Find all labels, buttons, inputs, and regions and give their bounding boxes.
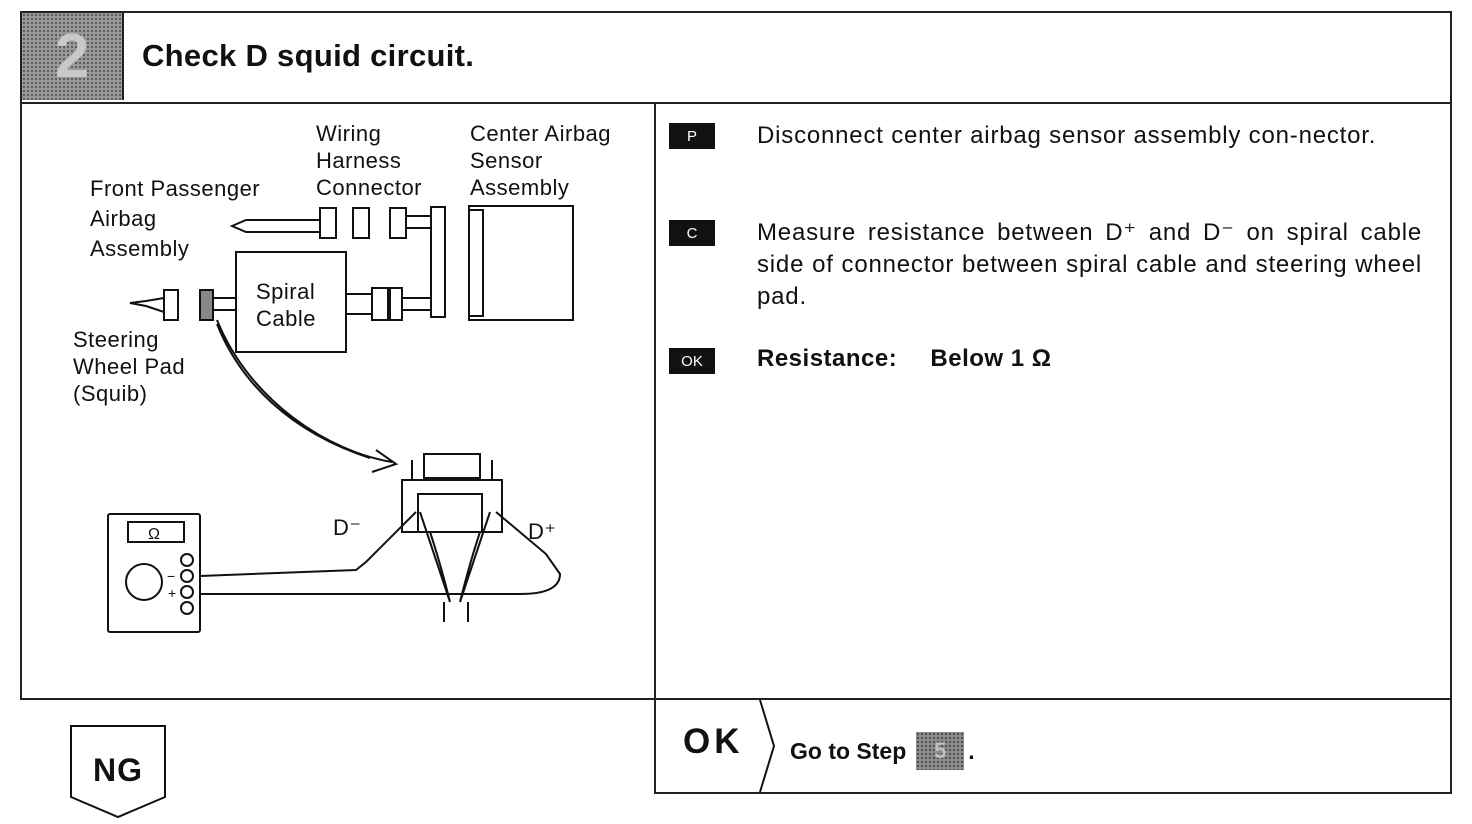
meter-plus-label: + bbox=[168, 585, 177, 601]
ohm-meter-display bbox=[127, 521, 185, 543]
badge-check: C bbox=[669, 220, 715, 246]
label-front-passenger-airbag: Front Passenger Airbag Assembly bbox=[90, 176, 261, 261]
ng-label: NG bbox=[93, 752, 143, 788]
label-spiral-cable: Spiral Cable bbox=[256, 279, 316, 331]
step-number-badge: 2 bbox=[22, 13, 124, 100]
ok-step-ref: 5 bbox=[916, 732, 965, 770]
spiral-connector-left bbox=[371, 287, 389, 321]
label-center-airbag-sensor: Center Airbag Sensor Assembly bbox=[470, 121, 612, 200]
label-d-minus: D⁻ bbox=[333, 515, 362, 540]
squib-connector-hatched bbox=[199, 289, 214, 321]
center-sensor-box bbox=[468, 205, 574, 321]
harness-connector-a bbox=[319, 207, 337, 239]
column-divider bbox=[654, 102, 656, 794]
step-title: Check D squid circuit. bbox=[142, 38, 475, 73]
ok-box-bottom bbox=[654, 792, 1452, 794]
ohm-meter-dial bbox=[125, 563, 163, 601]
harness-bus bbox=[430, 206, 446, 318]
resistance-label: Resistance: bbox=[757, 345, 898, 372]
d-plus-probe bbox=[200, 511, 562, 595]
ohm-meter-body bbox=[107, 513, 201, 633]
label-wiring-harness-connector: Wiring Harness Connector bbox=[316, 121, 423, 200]
ok-chevron-icon bbox=[759, 699, 776, 793]
label-d-plus: D⁺ bbox=[528, 519, 557, 544]
ok-box-right bbox=[1450, 698, 1452, 794]
resistance-spec: Resistance: Below 1 Ω bbox=[757, 345, 1052, 373]
ng-pentagon-icon bbox=[70, 725, 166, 819]
instruction-measure: Measure resistance between D⁺ and D⁻ on … bbox=[757, 219, 1422, 310]
spiral-connector-right bbox=[389, 287, 403, 321]
meter-minus-label: − bbox=[167, 568, 176, 584]
probe-wires bbox=[419, 511, 491, 622]
ok-goto: Go to Step 5 . bbox=[790, 732, 975, 770]
ok-goto-text: Go to Step bbox=[790, 737, 907, 764]
label-steering-wheel-pad: Steering Wheel Pad (Squib) bbox=[73, 327, 186, 406]
squib-connector bbox=[163, 289, 179, 321]
badge-ok: OK bbox=[669, 348, 715, 374]
ohm-symbol: Ω bbox=[148, 526, 161, 543]
badge-procedure: P bbox=[669, 123, 715, 149]
content-frame bbox=[20, 102, 1452, 700]
center-sensor-inner bbox=[468, 209, 484, 317]
d-minus-probe bbox=[199, 511, 417, 577]
wiring-diagram bbox=[107, 205, 574, 633]
ng-result-badge: NG bbox=[70, 725, 166, 819]
resistance-value: Below 1 Ω bbox=[930, 345, 1052, 372]
instruction-disconnect: Disconnect center airbag sensor assembly… bbox=[757, 122, 1377, 149]
curved-arrow bbox=[216, 319, 399, 473]
harness-connector-b bbox=[352, 207, 370, 239]
ok-goto-period: . bbox=[968, 737, 975, 764]
spiral-cable-box bbox=[235, 251, 347, 353]
ok-result-label: OK bbox=[683, 722, 744, 761]
harness-connector-c bbox=[389, 207, 407, 239]
